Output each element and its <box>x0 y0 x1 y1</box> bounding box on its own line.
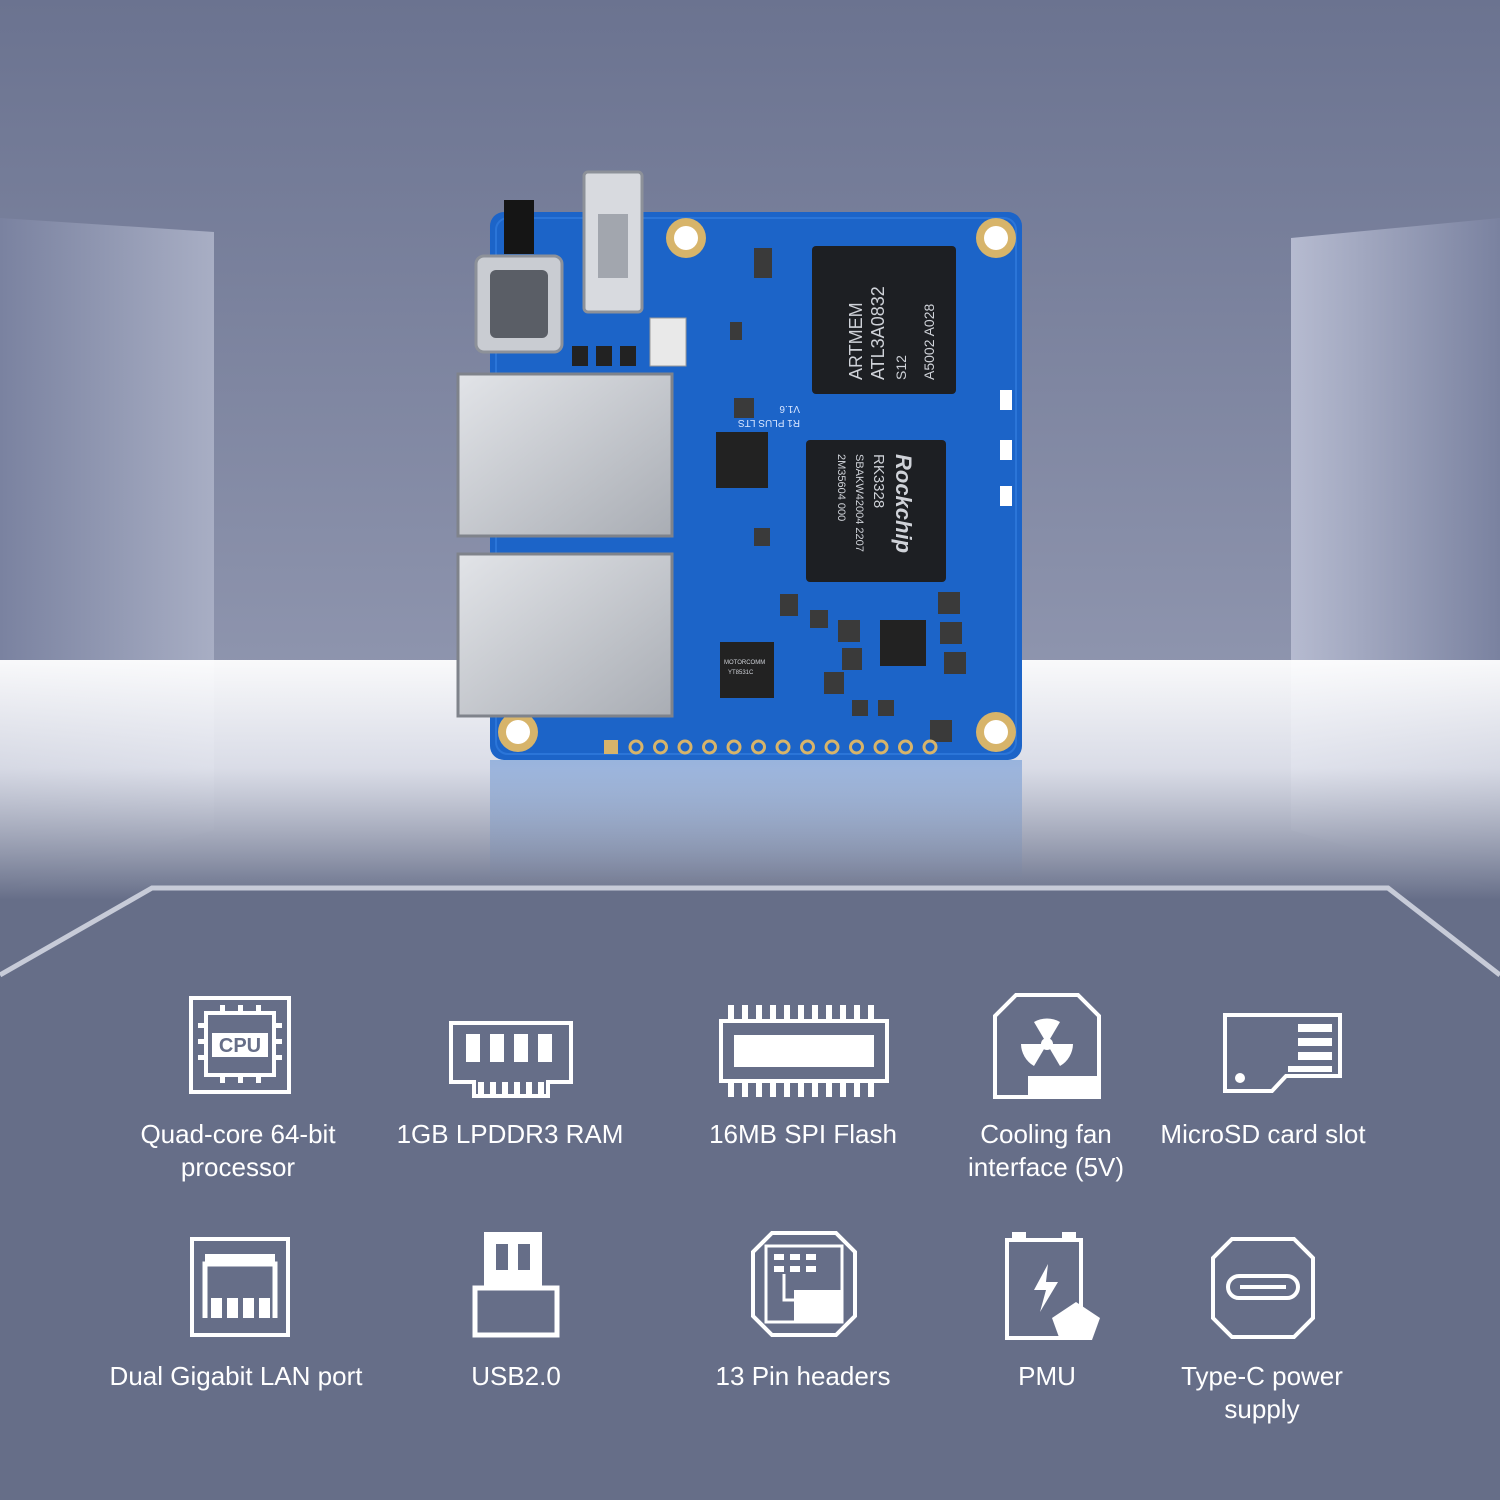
smd-components <box>730 248 966 742</box>
reset-button <box>504 200 534 254</box>
header-pin <box>898 739 913 755</box>
ram-chip-code1: S12 <box>893 355 909 380</box>
header-pin <box>922 739 938 755</box>
ram-icon <box>448 1020 574 1100</box>
soc-chip-model: RK3328 <box>870 454 887 508</box>
header-pin <box>702 739 717 755</box>
feature-label-cpu: Quad-core 64-bit processor <box>140 1119 336 1182</box>
feature-label-flash: 16MB SPI Flash <box>709 1119 897 1149</box>
cpu-icon: CPU <box>188 995 292 1095</box>
cooling-fan-icon <box>992 992 1102 1100</box>
ram-chip-code2: A5002 A028 <box>921 303 937 380</box>
soc-chip-brand: Rockchip <box>891 454 916 553</box>
feature-label-lan: Dual Gigabit LAN port <box>109 1361 363 1391</box>
feature-label-usb: USB2.0 <box>471 1361 561 1391</box>
pmu-battery-icon <box>1004 1232 1102 1344</box>
flash-chip-icon <box>718 1005 890 1097</box>
feature-label-ram: 1GB LPDDR3 RAM <box>396 1119 624 1149</box>
lan-port-icon <box>189 1236 291 1338</box>
type-c-icon <box>1210 1236 1316 1340</box>
board-version-silkscreen: V1.6 <box>779 403 800 414</box>
header-pin <box>849 739 864 755</box>
header-pin <box>653 739 668 755</box>
phy-chip-2 <box>720 642 774 698</box>
cpu-icon-text: CPU <box>219 1035 261 1057</box>
pmu-chip <box>880 620 926 666</box>
ram-chip-brand: ARTMEM <box>846 302 866 380</box>
features-panel <box>0 888 1500 1500</box>
ram-chip-model: ATL3A0832 <box>868 286 888 380</box>
board-reflection <box>490 760 1022 880</box>
ethernet-port-1 <box>456 372 674 538</box>
phy-chip-brand: MOTORCOMM <box>724 660 765 666</box>
header-pin <box>726 739 742 755</box>
feature-label-pin-headers: 13 Pin headers <box>715 1361 891 1391</box>
board-model-silkscreen: R1 PLUS LTS <box>738 417 800 428</box>
header-pin <box>751 739 766 755</box>
feature-label-type-c: Type-C power supply <box>1181 1361 1343 1424</box>
feature-label-pmu: PMU <box>1018 1361 1076 1391</box>
usb-icon <box>472 1230 560 1338</box>
feature-label-cooling-fan: Cooling fan interface (5V) <box>967 1119 1125 1182</box>
header-pin <box>775 739 791 755</box>
phy-chip-1 <box>716 432 768 488</box>
soc-chip-code2: 2M35604 000 <box>835 454 847 521</box>
orange-pi-board: ARTMEM ATL3A0832 S12 A5002 A028 Rockchip… <box>456 170 1022 880</box>
header-pin <box>824 739 840 755</box>
header-pin <box>677 739 693 755</box>
pin-header-icon <box>750 1230 858 1338</box>
soc-chip-code1: SBAKW42004 2207 <box>853 454 865 552</box>
header-pin <box>873 739 889 755</box>
ram-chip <box>812 246 956 394</box>
microsd-card-icon <box>1222 1012 1344 1094</box>
header-pin <box>800 739 815 755</box>
soc-chip <box>806 440 946 582</box>
ethernet-port-2 <box>456 552 674 718</box>
panel-edge <box>0 885 1500 978</box>
phy-chip-model: YT8531C <box>728 670 754 676</box>
mounting-holes <box>498 218 1016 752</box>
pin-header-row <box>604 739 938 755</box>
header-pin <box>628 739 644 755</box>
feature-label-microsd: MicroSD card slot <box>1160 1119 1366 1149</box>
